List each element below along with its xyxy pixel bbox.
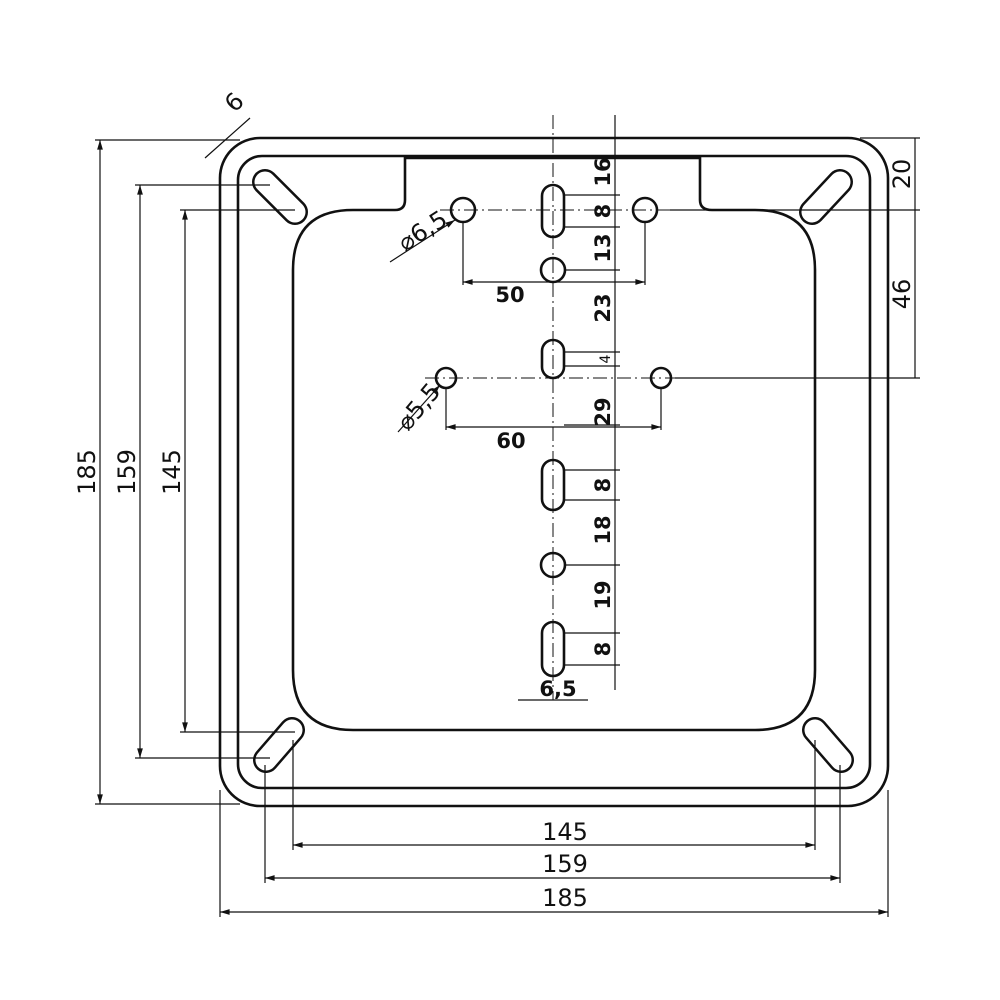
dim-left-inner: 145 xyxy=(158,449,186,495)
dim-bottom-inner: 145 xyxy=(542,818,588,846)
dim-18: 18 xyxy=(591,515,615,544)
plate-outline xyxy=(218,136,890,808)
dimension-lines xyxy=(95,115,920,917)
dim-lower-spacing: 60 xyxy=(496,429,525,453)
dim-right-top: 20 xyxy=(888,159,916,190)
dim-upper-hole-dia: ⌀6,5 xyxy=(393,205,452,257)
dim-left-overall: 185 xyxy=(73,449,101,495)
dim-8c: 8 xyxy=(591,642,615,657)
dim-bottom-overall: 185 xyxy=(542,884,588,912)
dim-upper-spacing: 50 xyxy=(495,283,524,307)
dim-left-slots: 159 xyxy=(113,449,141,495)
dim-slot-width-center: 6,5 xyxy=(539,677,576,701)
center-lines xyxy=(425,115,685,700)
dim-bottom-slots: 159 xyxy=(542,850,588,878)
dim-19: 19 xyxy=(591,580,615,609)
dim-right-mid: 46 xyxy=(888,279,916,310)
dim-8a: 8 xyxy=(591,204,615,219)
dim-4: 4 xyxy=(598,354,614,363)
dim-16: 16 xyxy=(591,157,615,186)
holes xyxy=(252,169,854,773)
dim-29: 29 xyxy=(591,397,615,426)
dim-corner-slot-width: 6 xyxy=(219,87,250,118)
dim-13: 13 xyxy=(591,233,615,262)
dim-8b: 8 xyxy=(591,478,615,493)
dim-23: 23 xyxy=(591,293,615,322)
